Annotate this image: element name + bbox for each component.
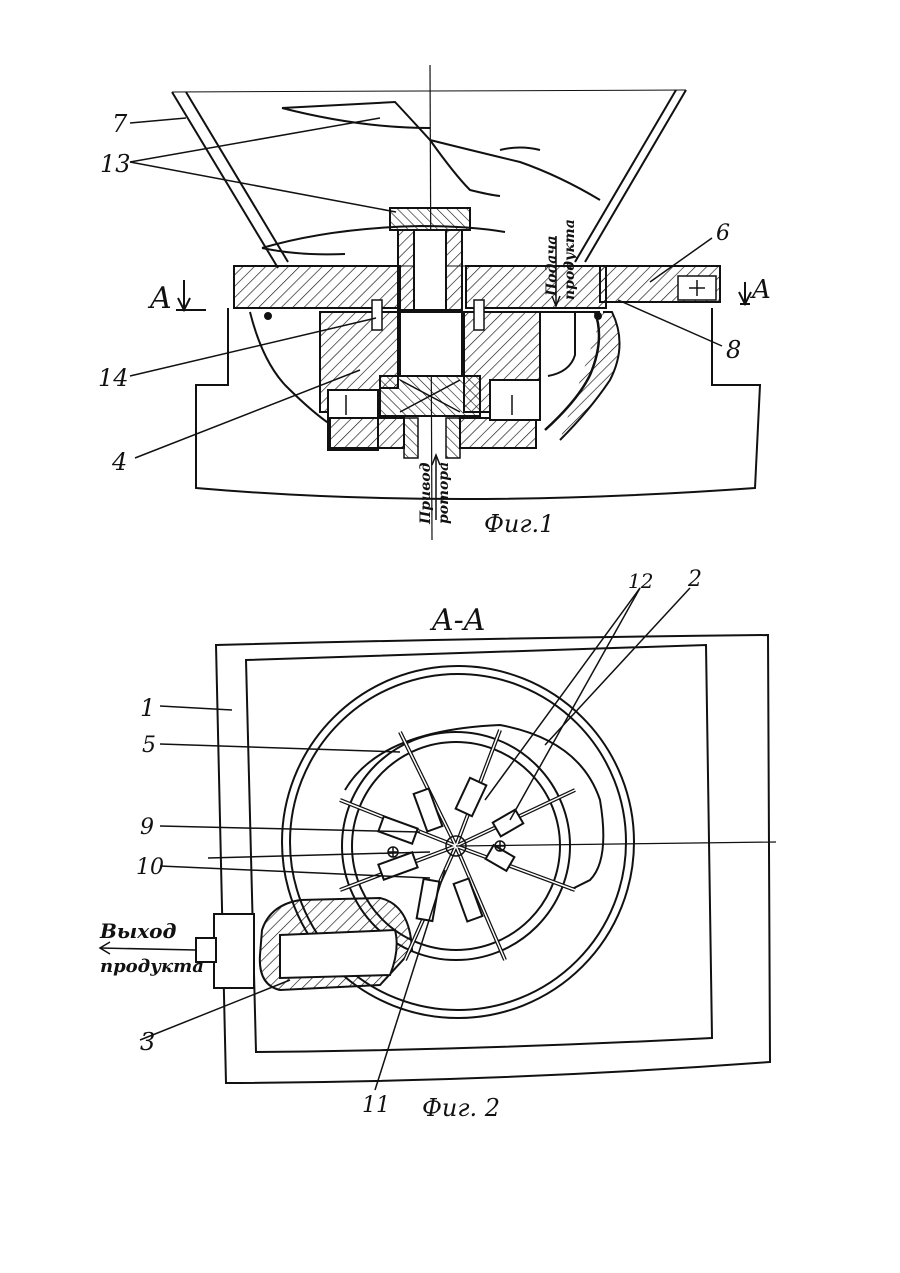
- inner-frame: [246, 645, 712, 1052]
- callout-9: 9: [140, 815, 154, 840]
- callout-8: 8: [726, 336, 741, 364]
- callout-12: 12: [628, 569, 653, 593]
- section-label-right: A: [750, 275, 771, 305]
- callout-2: 2: [687, 567, 702, 592]
- callout-13: 13: [100, 150, 131, 178]
- callout-7: 7: [112, 110, 128, 138]
- figure-1-caption: Фиг.1: [484, 510, 554, 538]
- seal-left: [265, 313, 271, 319]
- callout-1: 1: [140, 694, 155, 722]
- callout-6: 6: [716, 221, 730, 246]
- feed-annotation-line2: продукта: [562, 219, 578, 300]
- section-title-aa: A-A: [429, 603, 485, 638]
- drive-annotation-line1: Привод: [418, 462, 434, 525]
- outlet-annotation-line2: продукта: [100, 956, 204, 977]
- shaft-hub: [390, 208, 470, 376]
- outlet-annotation-line1: Выход: [99, 919, 177, 943]
- section-label-left: A: [147, 281, 172, 316]
- figure-2-plan-view: [100, 588, 776, 1090]
- callout-3: 3: [140, 1028, 155, 1056]
- callout-4: 4: [111, 448, 127, 476]
- drive-annotation-line2: ротора: [436, 462, 452, 524]
- leader-lines-fig2: [140, 588, 690, 1090]
- callout-14: 14: [98, 364, 129, 392]
- section-marker-left: [176, 280, 206, 310]
- callout-5: 5: [142, 733, 156, 758]
- figure-2-caption: Фиг. 2: [422, 1094, 500, 1122]
- callout-11: 11: [362, 1093, 390, 1118]
- section-marker-right: [739, 282, 751, 304]
- callout-10: 10: [136, 855, 164, 880]
- feed-annotation-line1: Подача: [544, 236, 560, 297]
- seal-right: [595, 313, 601, 319]
